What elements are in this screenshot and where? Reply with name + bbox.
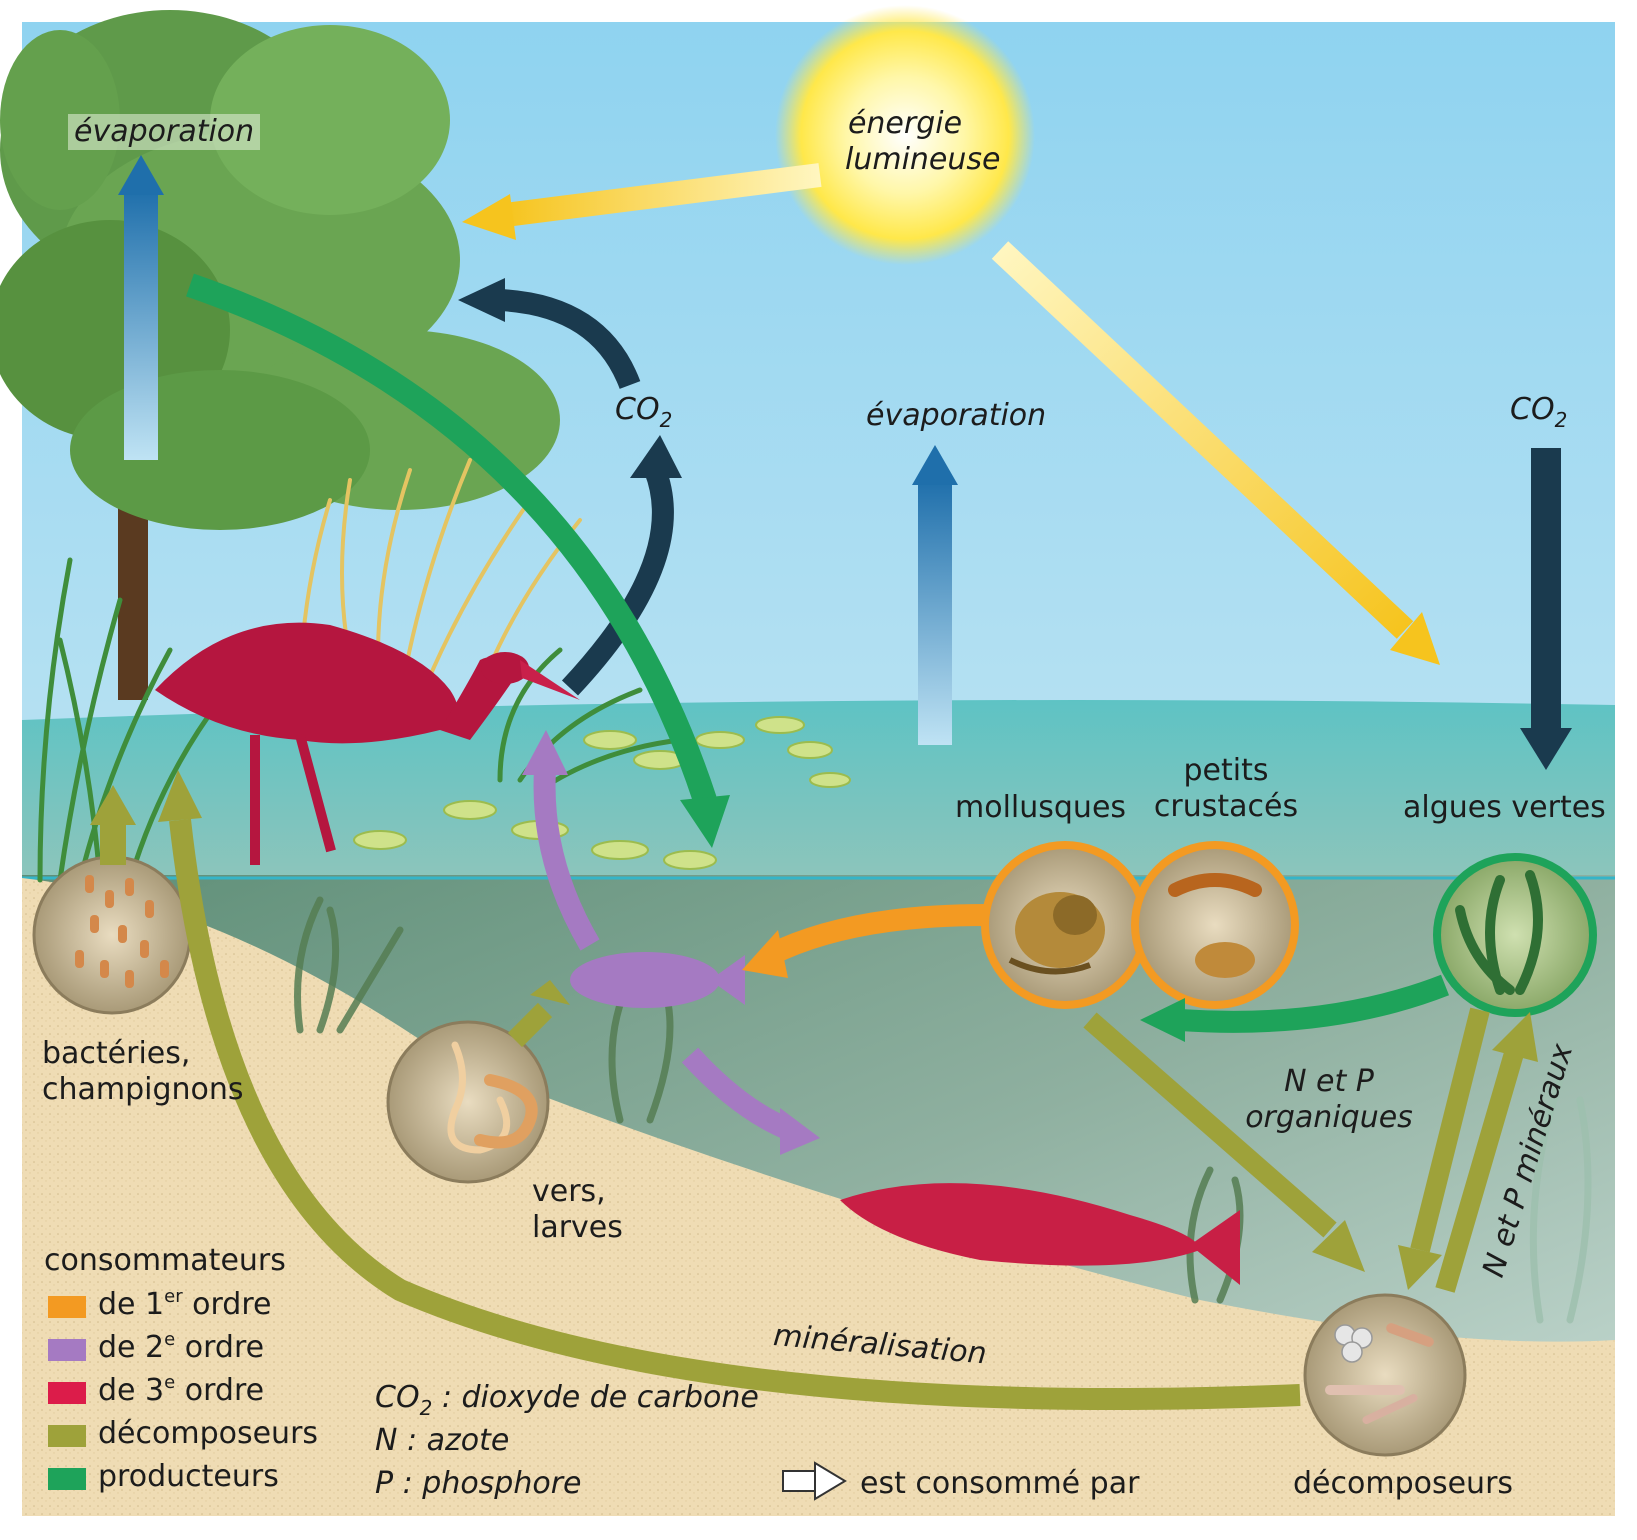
decomposer-disc bbox=[1303, 1293, 1467, 1457]
heron bbox=[155, 622, 580, 865]
legend-co2-sub: 2 bbox=[419, 1396, 433, 1420]
legend-item-text: producteurs bbox=[98, 1459, 279, 1494]
legend-item-sup: e bbox=[164, 1329, 176, 1350]
arrow-algae-to-molluscs bbox=[1179, 974, 1450, 1033]
label-evaporation-lake: évaporation bbox=[866, 398, 1047, 433]
arrow-mollusc-to-roach bbox=[765, 904, 986, 965]
label-n-p-org-line1: N et P bbox=[1284, 1064, 1374, 1099]
lake-bed-sand bbox=[22, 878, 1615, 1516]
label-co2-left-main: CO bbox=[615, 392, 660, 427]
legend-item: décomposeurs bbox=[98, 1416, 318, 1452]
energy-arrow-to-algae bbox=[991, 241, 1414, 639]
evaporation-arrow-lake bbox=[918, 480, 952, 745]
co2-arrow-to-tree-head bbox=[458, 278, 505, 322]
snail-icon bbox=[1008, 892, 1105, 975]
legend-item-suffix: ordre bbox=[175, 1330, 265, 1365]
label-co2-right-sub: 2 bbox=[1554, 408, 1568, 432]
decomposer-arrows bbox=[90, 770, 1538, 1411]
evaporation-arrow-tree-head bbox=[118, 155, 164, 195]
arrow-algae-to-molluscs-head bbox=[1140, 998, 1185, 1042]
legend-item-sup: er bbox=[164, 1286, 183, 1307]
label-co2-left: CO2 bbox=[615, 392, 673, 432]
legend-co2-main: CO bbox=[375, 1380, 420, 1415]
legend-co2-definition: CO2 : dioxyde de carbone bbox=[375, 1380, 759, 1420]
label-bacteries-line2: champignons bbox=[42, 1072, 244, 1107]
legend-item-text: de 3 bbox=[98, 1373, 165, 1408]
co2-arrow-from-heron bbox=[561, 466, 674, 696]
sun bbox=[775, 5, 1035, 265]
bacteria-disc bbox=[32, 855, 192, 1015]
legend-n-definition: N : azote bbox=[375, 1423, 510, 1458]
label-energie: énergie lumineuse bbox=[845, 106, 1001, 178]
energy-arrow-to-algae-head bbox=[1390, 612, 1440, 665]
worm-icon bbox=[447, 1041, 538, 1154]
tree-canopy bbox=[0, 10, 560, 530]
legend-white-arrow-icon bbox=[782, 1461, 847, 1501]
co2-arrow-to-tree bbox=[499, 289, 641, 390]
legend-p-definition: P : phosphore bbox=[375, 1466, 582, 1501]
label-co2-right: CO2 bbox=[1510, 392, 1568, 432]
legend-item-sup: e bbox=[164, 1372, 176, 1393]
arrow-roach-to-pike bbox=[681, 1047, 795, 1141]
label-bacteries: bactéries, champignons bbox=[42, 1036, 244, 1108]
co2-arrow-to-algae-head bbox=[1520, 728, 1572, 770]
legend-item-text: de 2 bbox=[98, 1330, 165, 1365]
producer-arrow-tree-to-lake-head bbox=[680, 795, 730, 848]
legend-item: de 2e ordre bbox=[98, 1329, 265, 1370]
submerged-plants bbox=[294, 896, 1592, 1324]
energy-arrow-to-tree bbox=[503, 163, 822, 227]
legend-item: producteurs bbox=[98, 1459, 279, 1495]
label-vers-line1: vers, bbox=[532, 1174, 606, 1209]
label-algues-vertes: algues vertes bbox=[1403, 790, 1606, 825]
producer-arrow-tree-to-lake bbox=[186, 273, 717, 804]
legend-item: de 3e ordre bbox=[98, 1372, 265, 1413]
roach-fish bbox=[570, 952, 745, 1008]
legend-title: consommateurs bbox=[44, 1243, 286, 1278]
shrimp-icon bbox=[1168, 873, 1262, 978]
arrow-mollusc-to-roach-head bbox=[742, 930, 788, 978]
decomposer-icon bbox=[1325, 1323, 1434, 1424]
algae-disc bbox=[1433, 853, 1597, 1017]
pike-fish bbox=[840, 1183, 1240, 1285]
label-n-p-org-line2: organiques bbox=[1245, 1100, 1413, 1135]
label-vers-line2: larves bbox=[532, 1210, 623, 1245]
arrow-roach-to-heron bbox=[533, 769, 600, 951]
evaporation-arrow-tree bbox=[124, 190, 158, 460]
arrow-roach-to-heron-head bbox=[522, 730, 568, 775]
label-energie-line1: énergie bbox=[847, 106, 963, 141]
crustacean-disc bbox=[1131, 841, 1299, 1009]
lily-pads bbox=[353, 716, 851, 870]
legend-co2-def: : dioxyde de carbone bbox=[432, 1380, 759, 1415]
label-decomposeurs-bottom: décomposeurs bbox=[1293, 1466, 1514, 1501]
legend-arrow-meaning: est consommé par bbox=[860, 1466, 1140, 1501]
label-evaporation-tree: évaporation bbox=[68, 114, 261, 150]
label-co2-right-main: CO bbox=[1510, 392, 1555, 427]
legend-item: de 1er ordre bbox=[98, 1286, 272, 1327]
label-petits-crustaces: petits crustacés bbox=[1152, 753, 1300, 825]
label-co2-left-sub: 2 bbox=[659, 408, 673, 432]
legend-item-text: de 1 bbox=[98, 1287, 165, 1322]
legend-item-text: décomposeurs bbox=[98, 1416, 319, 1451]
energy-arrow-to-tree-head bbox=[462, 194, 516, 240]
bacteria-icon bbox=[75, 875, 169, 988]
label-energie-line2: lumineuse bbox=[845, 142, 1001, 177]
co2-arrow-to-algae bbox=[1531, 448, 1561, 730]
algae-icon bbox=[1455, 870, 1543, 995]
label-petits-line2: crustacés bbox=[1153, 789, 1299, 824]
legend-item-suffix: ordre bbox=[175, 1373, 265, 1408]
legend-item-suffix: ordre bbox=[182, 1287, 272, 1322]
evaporation-arrow-lake-head bbox=[912, 445, 958, 485]
label-petits-line1: petits bbox=[1183, 753, 1269, 788]
label-mollusques: mollusques bbox=[955, 790, 1127, 825]
lake-surface bbox=[22, 700, 1615, 880]
co2-arrow-from-heron-head bbox=[630, 435, 682, 478]
label-bacteries-line1: bactéries, bbox=[42, 1036, 191, 1071]
label-n-p-organiques: N et P organiques bbox=[1245, 1064, 1413, 1136]
arrow-roach-to-pike-head bbox=[780, 1108, 820, 1155]
legend-swatches bbox=[48, 1296, 86, 1490]
label-vers-larves: vers, larves bbox=[532, 1174, 623, 1246]
